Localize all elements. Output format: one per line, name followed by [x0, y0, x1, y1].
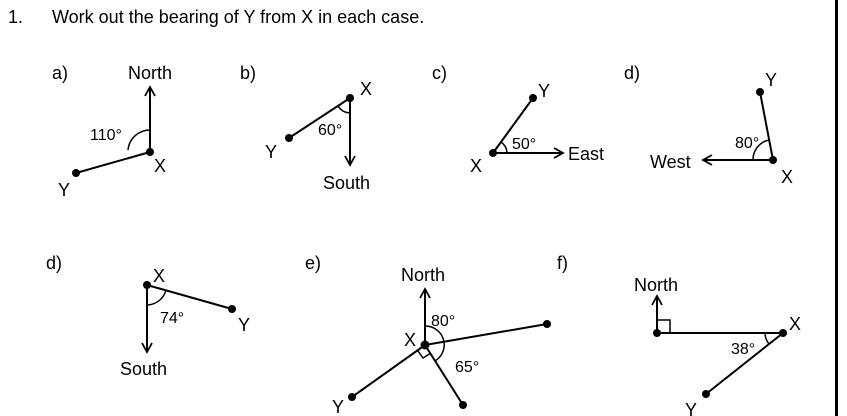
direction-label: South — [120, 359, 167, 379]
x-label: X — [360, 79, 372, 99]
point-x — [346, 94, 354, 102]
y-label: Y — [238, 315, 250, 335]
part-label: d) — [624, 63, 640, 83]
point-y — [756, 88, 764, 96]
part-d-top: d) West 80° X Y — [624, 63, 793, 187]
line-to-right-point — [424, 323, 548, 346]
direction-label: East — [568, 144, 604, 164]
point-y — [72, 169, 80, 177]
part-a: a) North 110° X Y — [52, 63, 172, 200]
point-x — [779, 329, 787, 337]
bearing-line — [288, 97, 351, 139]
point-y — [348, 393, 356, 401]
angle-arc-65 — [434, 341, 445, 362]
angle-label: 74° — [160, 310, 184, 327]
bearing-line — [351, 344, 426, 398]
point-x — [420, 340, 430, 350]
angle-label: 50° — [512, 136, 536, 153]
bearing-line — [75, 151, 151, 174]
part-label: e) — [305, 253, 321, 273]
direction-label: North — [634, 275, 678, 295]
point-y — [702, 390, 710, 398]
x-label: X — [781, 167, 793, 187]
bearing-line — [146, 284, 233, 310]
point-x — [143, 281, 151, 289]
angle-arc — [764, 332, 770, 345]
point-y — [529, 94, 537, 102]
point — [543, 320, 551, 328]
direction-label: South — [323, 173, 370, 193]
part-d-bottom: d) X Y 74° South — [46, 253, 250, 379]
page-border — [835, 0, 838, 416]
angle-arc — [500, 141, 508, 154]
y-label: Y — [685, 400, 697, 416]
point-x — [146, 148, 154, 156]
angle-arc — [127, 129, 151, 151]
y-label: Y — [265, 142, 277, 162]
angle-arc — [146, 289, 167, 306]
angle-label: 38° — [731, 341, 755, 358]
point-x — [769, 156, 777, 164]
direction-label: North — [401, 265, 445, 285]
y-label: Y — [765, 70, 777, 90]
angle-arc — [752, 139, 770, 161]
direction-label: North — [128, 63, 172, 83]
bearing-line — [705, 332, 784, 395]
part-f: f) North X 38° Y — [557, 253, 801, 416]
x-label: X — [789, 314, 801, 334]
question-text: Work out the bearing of Y from X in each… — [52, 7, 424, 27]
part-e: e) North X 80° 65° Y — [305, 253, 551, 416]
part-c: c) East 50° X Y — [432, 63, 604, 176]
angle-label-2: 65° — [455, 359, 479, 376]
part-label: d) — [46, 253, 62, 273]
point-y — [285, 134, 293, 142]
part-label: a) — [52, 63, 68, 83]
y-label: Y — [538, 81, 550, 101]
question-number: 1. — [8, 7, 23, 27]
x-label: X — [154, 156, 166, 176]
part-label: b) — [240, 63, 256, 83]
right-angle-marker — [656, 319, 671, 334]
bearing-line — [759, 91, 774, 161]
bearing-line — [492, 97, 534, 154]
x-label: X — [153, 266, 165, 286]
angle-label: 80° — [735, 135, 759, 152]
direction-label: West — [650, 152, 691, 172]
angle-label: 60° — [318, 122, 342, 139]
angle-arc — [337, 105, 351, 114]
part-b: b) X Y 60° South — [240, 63, 372, 193]
angle-label: 80° — [431, 313, 455, 330]
point — [459, 401, 467, 409]
point — [653, 329, 661, 337]
part-label: f) — [557, 253, 568, 273]
angle-arc-80 — [424, 325, 445, 343]
y-label: Y — [332, 397, 344, 416]
point-y — [228, 305, 236, 313]
y-label: Y — [58, 180, 70, 200]
part-label: c) — [432, 63, 447, 83]
right-angle-marker — [417, 350, 432, 360]
angle-label: 110° — [90, 127, 122, 144]
x-label: X — [404, 330, 416, 350]
point-x — [489, 149, 497, 157]
line-to-lower-point — [424, 344, 464, 406]
x-label: X — [470, 156, 482, 176]
